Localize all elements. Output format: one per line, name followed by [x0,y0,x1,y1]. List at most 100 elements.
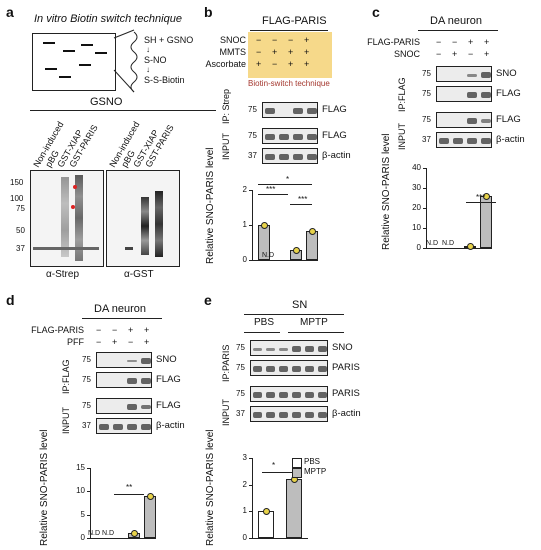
condition-sign: − [436,49,442,59]
blot-label: SNO [156,354,177,365]
blot-band [293,154,303,160]
scheme-zoom-lines [113,29,138,93]
blot-band [481,92,491,98]
y-tick [249,225,252,226]
y-tick-label: 0 [416,243,421,252]
condition-sign: + [128,325,134,335]
y-axis-label: Relative SNO-PARIS level [205,147,216,264]
y-tick-label: 10 [412,223,421,232]
y-axis-line [426,168,427,248]
y-tick [249,511,252,513]
input-label: INPUT [221,133,231,160]
blot-strip [250,386,328,402]
blot-strip [262,148,318,164]
condition-label: FLAG-PARIS [31,325,84,335]
input-label: INPUT [397,123,407,150]
blot-band [127,424,137,430]
blot-band [141,424,151,430]
y-tick [249,458,252,459]
ip-label: IP:PARIS [221,344,231,382]
input-label: INPUT [221,399,231,426]
chart-bar [480,196,492,248]
group-line [244,332,280,333]
significance-line [114,494,144,495]
blot-band [99,424,109,430]
input-label: INPUT [61,407,71,434]
data-point [483,193,490,200]
data-point [263,508,270,516]
y-tick [423,188,426,189]
data-point [147,493,154,500]
condition-label: MMTS [219,47,247,57]
blot-band [279,412,288,418]
condition-sign: − [272,35,278,45]
blot-band [141,378,151,384]
blot-band [305,346,314,352]
mw-marker: 75 [248,131,257,140]
blot-band [453,138,463,144]
gsno-line [30,110,216,111]
blot-label: SNO [332,342,353,353]
condition-sign: + [144,337,150,347]
group-header: FLAG-PARIS [262,15,327,27]
blot-band [266,412,275,418]
condition-sign: + [484,49,490,59]
y-tick-label: 30 [412,183,421,192]
condition-sign: + [256,59,262,69]
blot-band [265,108,275,114]
condition-sign: + [484,37,490,47]
y-tick-label: 3 [242,453,247,462]
legend-label: MPTP [304,467,327,476]
y-tick-label: 2 [242,479,247,489]
blot-band [293,134,303,140]
ip-label: IP:FLAG [397,77,407,112]
condition-sign: + [452,49,458,59]
blot-band [467,73,477,77]
blot-band [481,119,491,123]
panel-title: In vitro Biotin switch technique [34,13,182,25]
condition-sign: − [256,35,262,45]
blot-band [265,134,275,140]
blot-label: FLAG [322,130,347,141]
mw-marker: 75 [82,401,91,410]
blot-label-gst: α-GST [124,269,154,280]
y-axis-line [252,190,253,260]
blot-band [279,392,288,398]
scheme-gel [32,33,116,91]
blot-band [307,154,317,160]
condition-sign: + [288,59,294,69]
blot-strip [436,112,492,128]
mw-marker: 37 [248,151,257,160]
y-tick [423,248,426,249]
significance-star: ** [126,483,133,492]
x-axis-line [90,538,156,539]
significance-star: *** [298,195,308,204]
condition-sign: − [452,37,458,47]
blot-band [292,366,301,372]
blot-band [292,412,301,418]
blot-band [127,378,137,384]
blot-band [279,134,289,140]
y-tick-label: 40 [412,163,421,172]
legend-label: PBS [304,457,321,466]
panel-letter: e [204,292,212,308]
panel-letter: d [6,292,15,308]
condition-label: PFF [67,337,84,347]
x-axis-line [252,260,318,261]
mw-marker: 75 [82,355,91,364]
arrow-down-icon: ↓ [146,45,150,54]
nd-label: N.D [262,252,275,259]
panel-letter: c [372,4,380,20]
header-line [244,314,344,315]
data-point [309,228,316,236]
blot-strip [96,352,152,368]
nd-label: N.D [426,240,439,247]
mw-marker: 75 [422,115,431,124]
y-tick-label: 10 [76,486,85,496]
blot-band [318,392,327,398]
blot-strip [96,372,152,388]
x-axis-line [252,538,308,539]
blot-band [253,392,262,398]
legend-swatch-mptp [292,468,302,478]
mw-marker: 75 [16,204,25,213]
